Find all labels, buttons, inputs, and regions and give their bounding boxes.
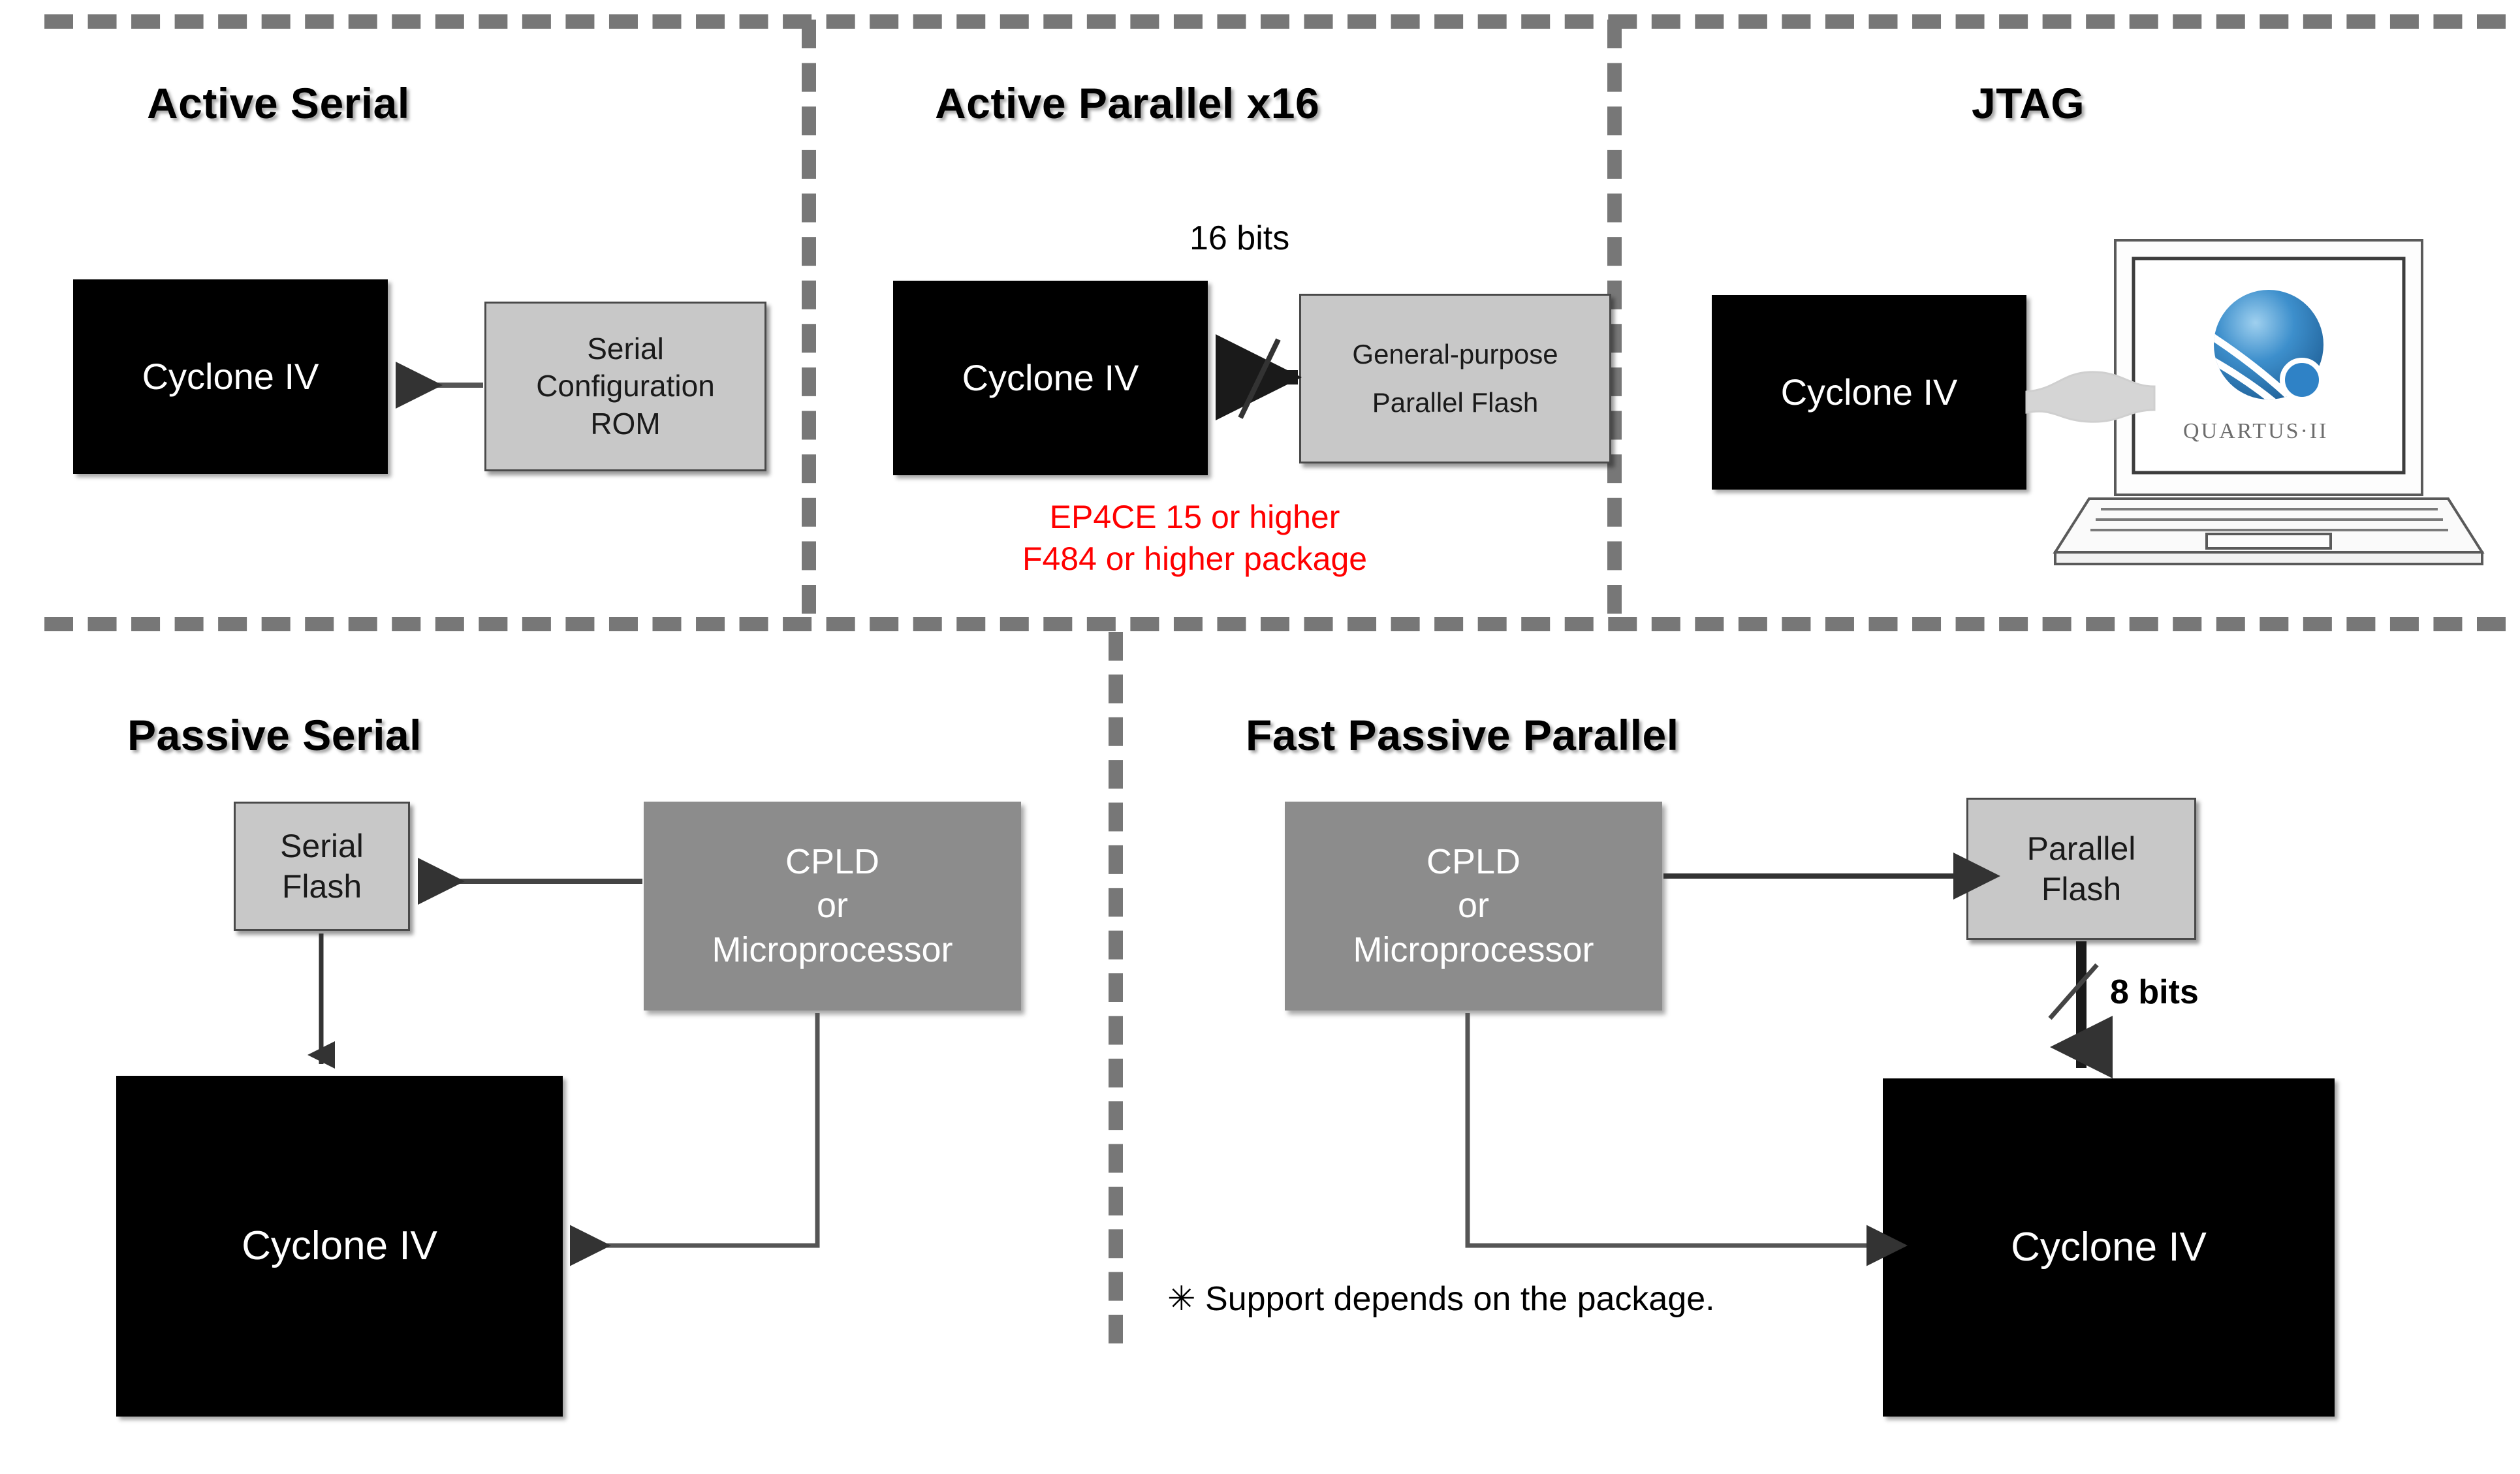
- rom-label-line1: Serial: [587, 331, 664, 366]
- divider-vertical-as-ap: [802, 20, 816, 614]
- box-jtag-cyclone-iv: Cyclone IV: [1712, 295, 2026, 490]
- box-fpp-cpld: CPLD or Microprocessor: [1285, 802, 1662, 1011]
- fpp-cpld-label-line3: Microprocessor: [1353, 930, 1594, 969]
- box-fpp-cyclone-iv: Cyclone IV: [1883, 1078, 2335, 1417]
- title-jtag: JTAG: [1972, 79, 2085, 127]
- rom-label-line2: Configuration: [536, 369, 715, 403]
- title-fast-passive-parallel: Fast Passive Parallel: [1246, 711, 1679, 759]
- fpp-flash-label-line1: Parallel: [2026, 830, 2136, 867]
- title-passive-serial: Passive Serial: [127, 711, 422, 759]
- box-serial-configuration-rom: Serial Configuration ROM: [484, 302, 766, 471]
- footnote-support-depends: ✳ Support depends on the package.: [1167, 1280, 1715, 1318]
- box-passive-serial-cpld: CPLD or Microprocessor: [644, 802, 1021, 1011]
- ps-cpld-label-line3: Microprocessor: [712, 930, 953, 969]
- divider-vertical-ps-fpp: [1109, 632, 1123, 1343]
- fpp-cpld-label-line1: CPLD: [1426, 841, 1521, 881]
- ps-cpld-label-line1: CPLD: [785, 841, 880, 881]
- arrow-fpp-cpld-to-fpp-fpga: [1465, 1013, 1908, 1266]
- ps-cpld-label-line2: or: [816, 886, 848, 926]
- arrow-ps-cpld-to-ps-fpga: [570, 1013, 820, 1266]
- box-passive-serial-flash: Serial Flash: [234, 802, 410, 931]
- box-fpp-parallel-flash: Parallel Flash: [1966, 798, 2196, 940]
- divider-middle-horizontal: [44, 617, 2506, 631]
- title-active-parallel: Active Parallel x16: [935, 79, 1320, 127]
- ps-flash-label-line2: Flash: [281, 868, 362, 905]
- laptop-illustration: QUARTUS·II: [2043, 235, 2494, 568]
- ap-flash-label-line2: Parallel Flash: [1372, 387, 1539, 418]
- box-active-parallel-cyclone-iv: Cyclone IV: [893, 281, 1208, 475]
- ap-flash-label-line1: General-purpose: [1352, 338, 1558, 369]
- note-ep4ce-requirement: EP4CE 15 or higher F484 or higher packag…: [940, 496, 1449, 580]
- note-red-line1: EP4CE 15 or higher: [1049, 499, 1340, 535]
- title-active-serial: Active Serial: [147, 79, 410, 127]
- note-red-line2: F484 or higher package: [1022, 541, 1368, 577]
- label-16-bits: 16 bits: [1189, 219, 1290, 257]
- fpp-cpld-label-line2: or: [1457, 886, 1489, 926]
- ps-flash-label-line1: Serial: [280, 827, 364, 864]
- fpp-flash-label-line2: Flash: [2041, 871, 2122, 907]
- label-8-bits: 8 bits: [2110, 973, 2199, 1011]
- bus-slash-16bits: [1238, 338, 1281, 419]
- box-active-serial-cyclone-iv: Cyclone IV: [73, 279, 388, 474]
- bus-slash-8bits: [2048, 963, 2099, 1020]
- rom-label-line3: ROM: [590, 406, 661, 441]
- laptop-svg: [2053, 239, 2485, 565]
- divider-vertical-ap-jtag: [1607, 20, 1622, 614]
- box-general-purpose-parallel-flash: General-purpose Parallel Flash: [1299, 294, 1611, 463]
- divider-top-border: [44, 14, 2506, 29]
- quartus-wordmark: QUARTUS·II: [2183, 419, 2329, 443]
- box-passive-serial-cyclone-iv: Cyclone IV: [116, 1076, 563, 1417]
